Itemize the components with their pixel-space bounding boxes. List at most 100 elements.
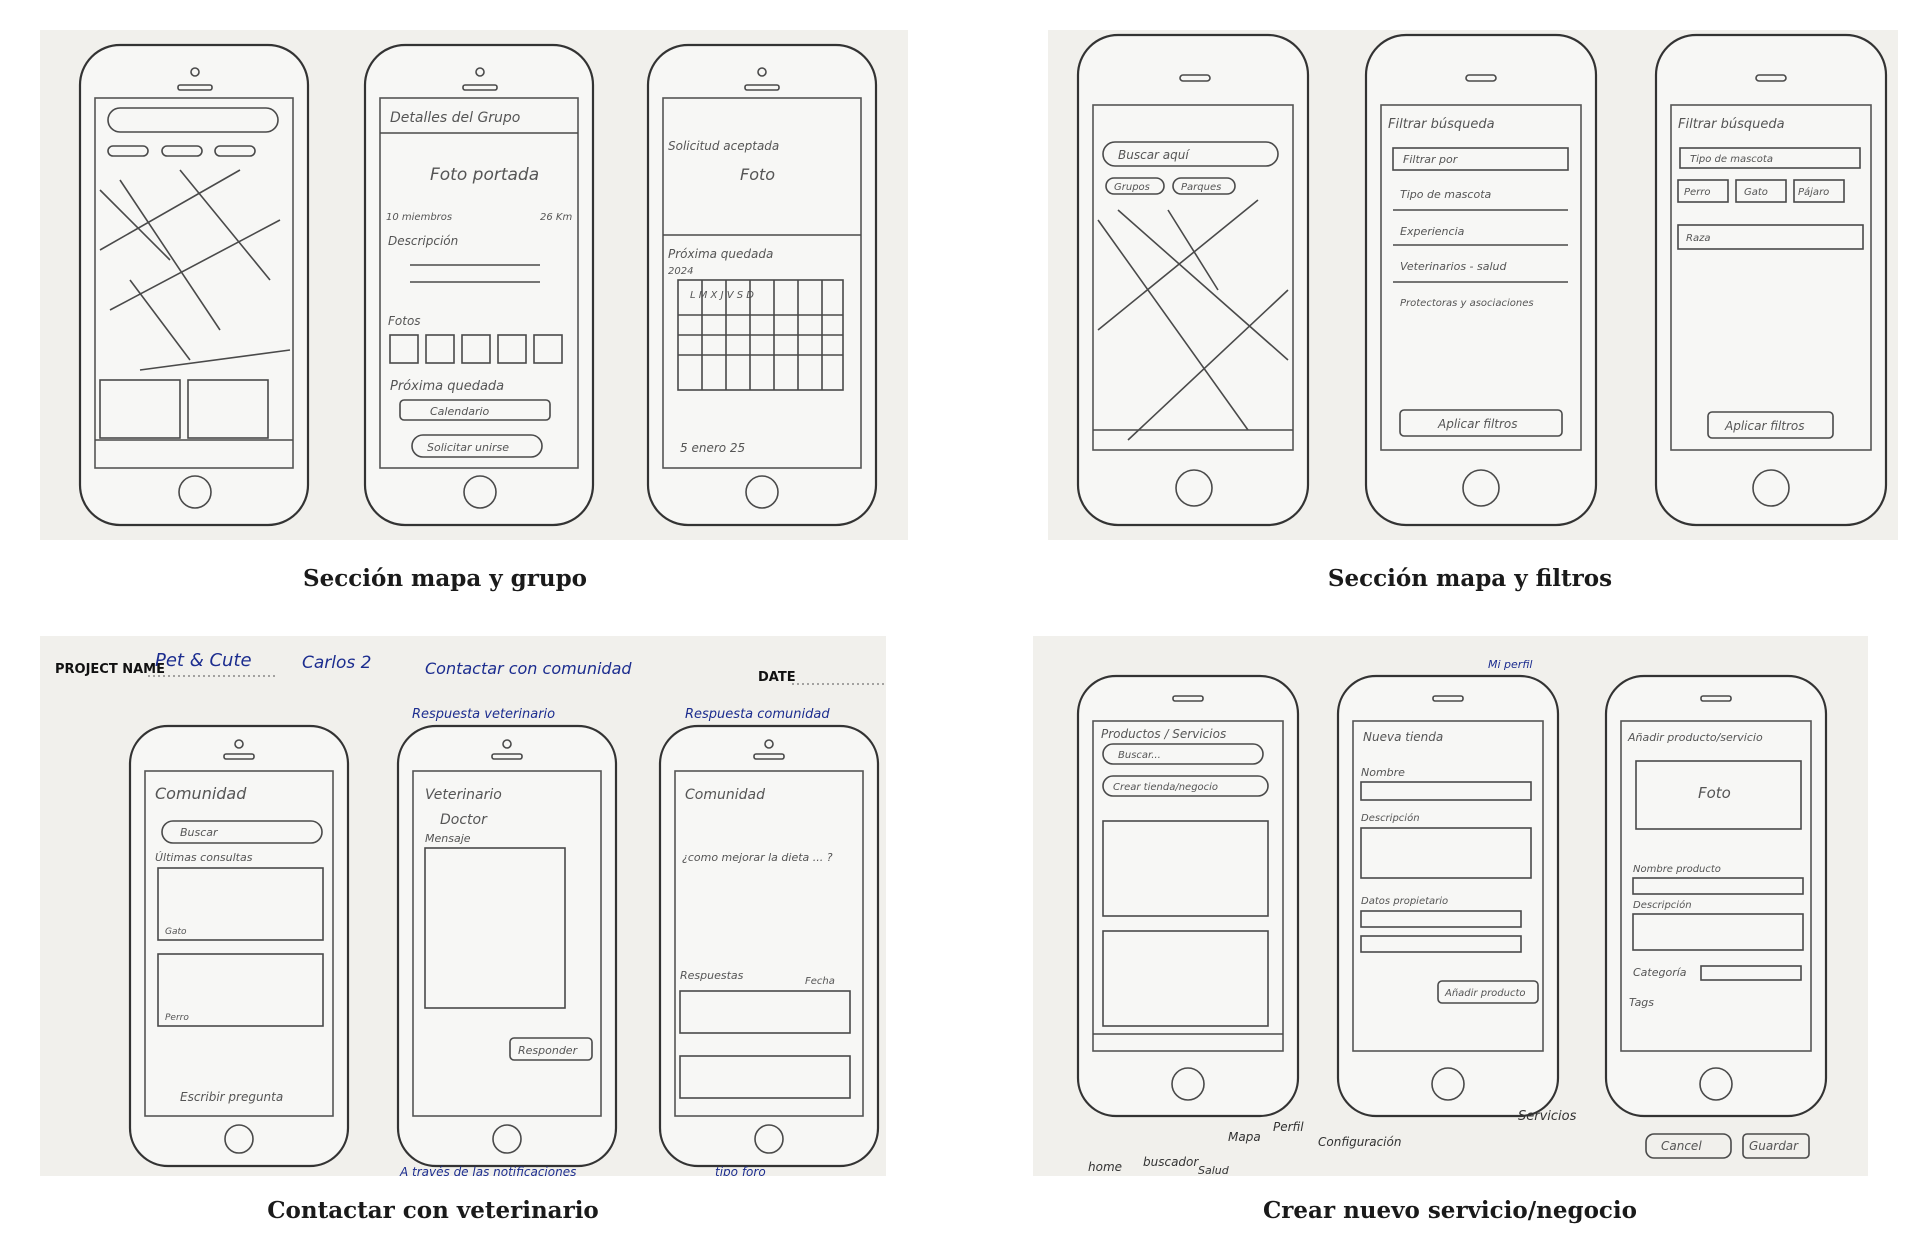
products-title: Productos / Servicios xyxy=(1101,727,1226,741)
new-store-title: Nueva tienda xyxy=(1363,730,1443,744)
my-profile-note: Mi perfil xyxy=(1488,658,1532,671)
annotation-map: Mapa xyxy=(1228,1130,1261,1144)
svg-text:Aplicar filtros: Aplicar filtros xyxy=(1437,417,1518,431)
next-meeting-label-2: Próxima quedada xyxy=(668,247,773,261)
sketch-vet-contact: PROJECT NAME Pet & Cute Carlos 2 Contact… xyxy=(40,636,886,1176)
category-select[interactable] xyxy=(1700,965,1802,981)
svg-text:Grupos: Grupos xyxy=(1114,182,1150,193)
date-label: DATE xyxy=(758,670,796,685)
svg-text:Crear tienda/negocio: Crear tienda/negocio xyxy=(1113,782,1218,793)
chip-dog[interactable] xyxy=(1677,179,1729,203)
community-title: Comunidad xyxy=(155,784,247,803)
vet-response-label: Respuesta veterinario xyxy=(412,707,555,722)
category-label: Categoría xyxy=(1633,966,1687,979)
annotation-search: buscador xyxy=(1143,1155,1199,1169)
create-store-button[interactable] xyxy=(1102,775,1269,797)
community-title-2: Comunidad xyxy=(685,787,765,803)
caption-vet-contact: Contactar con veterinario xyxy=(267,1197,599,1224)
footer-forum: tipo foro xyxy=(715,1165,766,1176)
photos-label: Fotos xyxy=(388,314,421,328)
sketch-map-filters: Buscar aquí Grupos Parques Filtrar búsqu… xyxy=(1048,30,1898,540)
filter-by-select[interactable] xyxy=(1392,147,1569,171)
cancel-button[interactable] xyxy=(1645,1133,1732,1159)
svg-text:Gato: Gato xyxy=(1744,187,1768,198)
svg-text:Filtrar por: Filtrar por xyxy=(1403,153,1459,166)
answers-date-label: Fecha xyxy=(805,976,835,987)
group-detail-title: Detalles del Grupo xyxy=(390,110,520,126)
pet-type-select[interactable] xyxy=(1679,147,1861,169)
chip-cat[interactable] xyxy=(1735,179,1787,203)
answer-card[interactable] xyxy=(679,990,851,1034)
community-search[interactable] xyxy=(161,820,323,844)
map-filters-sketch-svg: Buscar aquí Grupos Parques Filtrar búsqu… xyxy=(1076,33,1888,527)
filter-option-4[interactable]: Protectoras y asociaciones xyxy=(1400,298,1534,309)
flow-label: Contactar con comunidad xyxy=(425,659,632,678)
filter-option-1[interactable]: Tipo de mascota xyxy=(1400,188,1492,201)
store-description-label: Descripción xyxy=(1361,812,1420,824)
caption-new-service: Crear nuevo servicio/negocio xyxy=(1262,1197,1638,1224)
photo-label: Foto xyxy=(740,165,775,184)
project-name-value: Pet & Cute xyxy=(155,650,252,671)
chip-bird[interactable] xyxy=(1793,179,1845,203)
cover-photo-label: Foto portada xyxy=(430,165,539,185)
svg-text:Raza: Raza xyxy=(1686,233,1710,244)
add-product-button[interactable] xyxy=(1437,980,1539,1004)
product-card[interactable] xyxy=(1102,820,1269,917)
save-button[interactable] xyxy=(1742,1133,1810,1159)
svg-text:Cancel: Cancel xyxy=(1661,1139,1702,1153)
annotation-profile: Perfil xyxy=(1273,1120,1304,1134)
add-product-title: Añadir producto/servicio xyxy=(1627,731,1763,744)
vet-contact-sketch-svg: PROJECT NAME Pet & Cute Carlos 2 Contact… xyxy=(55,650,886,1176)
chip-parks[interactable] xyxy=(1172,177,1236,195)
store-name-field[interactable] xyxy=(1360,781,1532,801)
join-request-button[interactable] xyxy=(411,434,543,458)
question-card[interactable] xyxy=(157,867,324,941)
calendar-year: 2024 xyxy=(668,266,693,277)
svg-text:Perro: Perro xyxy=(1684,187,1711,198)
breed-field[interactable] xyxy=(1677,224,1864,250)
distance-label: 26 Km xyxy=(540,212,572,223)
annotation-services: Servicios xyxy=(1518,1109,1577,1124)
svg-text:Añadir producto: Añadir producto xyxy=(1444,988,1526,999)
svg-text:Calendario: Calendario xyxy=(430,405,490,418)
members-count: 10 miembros xyxy=(386,212,452,223)
owner-field[interactable] xyxy=(1360,910,1522,928)
svg-text:Solicitar unirse: Solicitar unirse xyxy=(427,441,509,454)
description-label: Descripción xyxy=(388,234,458,248)
svg-text:Aplicar filtros: Aplicar filtros xyxy=(1724,419,1805,433)
filter-option-2[interactable]: Experiencia xyxy=(1400,225,1465,238)
chip-groups[interactable] xyxy=(1105,177,1165,195)
map-search-field[interactable] xyxy=(1102,141,1279,167)
store-description-field[interactable] xyxy=(1360,827,1532,879)
annotation-settings: Configuración xyxy=(1318,1135,1401,1149)
photo-upload[interactable] xyxy=(1635,760,1802,830)
request-accepted-label: Solicitud aceptada xyxy=(668,139,779,153)
apply-filters-button-2[interactable] xyxy=(1707,411,1834,439)
next-meeting-label: Próxima quedada xyxy=(390,379,504,394)
svg-text:Buscar...: Buscar... xyxy=(1118,750,1161,761)
ask-question-label[interactable]: Escribir pregunta xyxy=(180,1090,283,1104)
owner-field[interactable] xyxy=(1360,935,1522,953)
reply-button[interactable] xyxy=(509,1037,593,1061)
sketch-map-group: Detalles del Grupo Foto portada 10 miemb… xyxy=(40,30,908,540)
product-name-field[interactable] xyxy=(1632,877,1804,895)
product-description-field[interactable] xyxy=(1632,913,1804,951)
new-service-sketch-svg: Productos / Servicios Buscar... Crear ti… xyxy=(1076,658,1828,1176)
project-name-label: PROJECT NAME xyxy=(55,662,165,677)
community-response-label: Respuesta comunidad xyxy=(685,707,830,722)
apply-filters-button[interactable] xyxy=(1399,409,1563,437)
annotation-health: Salud xyxy=(1198,1164,1230,1176)
product-card[interactable] xyxy=(1102,930,1269,1027)
tag-cat: Gato xyxy=(165,927,187,937)
answers-label: Respuestas xyxy=(680,969,744,982)
products-search[interactable] xyxy=(1102,743,1264,765)
answer-card[interactable] xyxy=(679,1055,851,1099)
question-card[interactable] xyxy=(157,953,324,1027)
svg-text:Tipo de mascota: Tipo de mascota xyxy=(1690,154,1773,165)
filter-option-3[interactable]: Veterinarios - salud xyxy=(1400,260,1508,273)
message-box[interactable] xyxy=(424,847,566,1009)
tag-dog: Perro xyxy=(165,1013,189,1023)
calendar-button[interactable] xyxy=(399,399,551,421)
author-label: Carlos 2 xyxy=(302,653,371,673)
forum-question: ¿como mejorar la dieta ... ? xyxy=(682,851,833,864)
